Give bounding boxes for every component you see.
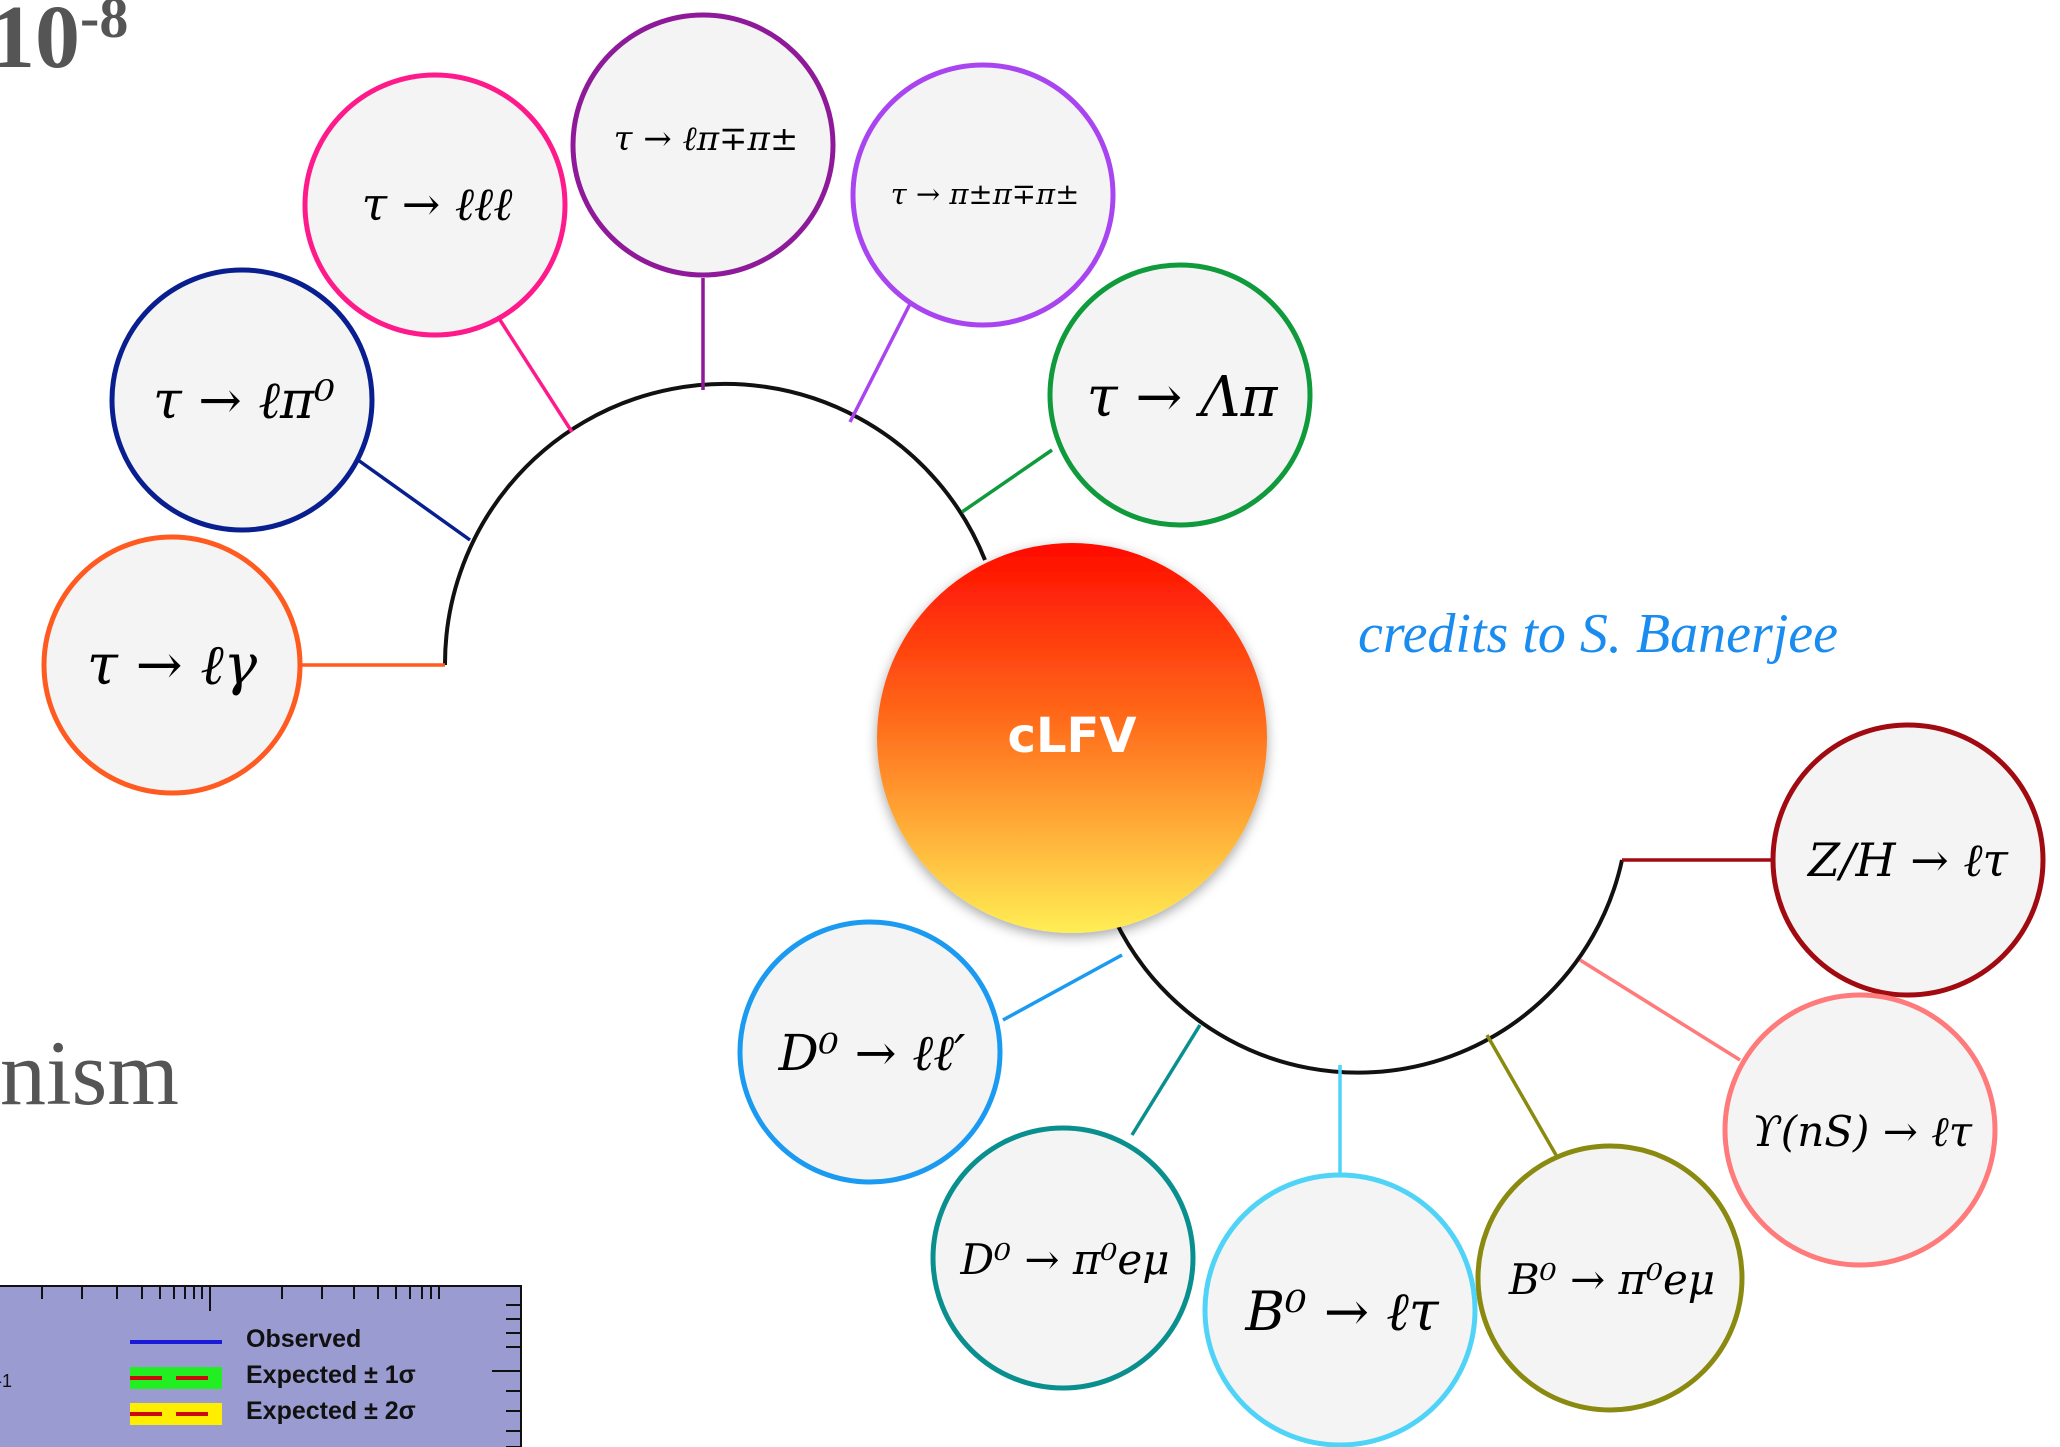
process-node-tau-lll: τ → ℓℓℓ <box>302 72 568 338</box>
top-axis-ticks <box>41 1287 440 1311</box>
process-label-tau-lll: τ → ℓℓℓ <box>362 177 514 231</box>
process-label-tau-lpi0: τ → ℓπ⁰ <box>153 371 335 431</box>
process-label-d0-pi0emu: D⁰ → π⁰eμ <box>960 1235 1170 1284</box>
legend-label-expected-1sigma: Expected ± 1σ <box>246 1361 416 1389</box>
tau-backbone-arc <box>442 381 987 666</box>
process-node-d0-llprime: D⁰ → ℓℓ′ <box>737 919 1003 1185</box>
process-label-tau-lgamma: τ → ℓγ <box>87 633 258 698</box>
process-node-zh-ltau: Z/H → ℓτ <box>1770 722 2046 998</box>
legend-expected-2sigma: Expected ± 2σ <box>130 1397 510 1431</box>
partial-tick-label: -1 <box>0 1371 13 1391</box>
process-node-upsilon-ltau: ϒ(nS) → ℓτ <box>1722 992 1998 1268</box>
exponent-base: 10 <box>0 0 80 87</box>
process-node-tau-3pi: τ → π±π∓π± <box>850 62 1116 328</box>
spoke-tau-3pi <box>848 299 914 423</box>
mechanism-text-fragment: nism <box>0 1022 179 1124</box>
legend-observed: Observed <box>130 1325 510 1359</box>
process-label-tau-3pi: τ → π±π∓π± <box>891 177 1080 211</box>
legend-label-expected-2sigma: Expected ± 2σ <box>246 1397 416 1425</box>
process-label-upsilon-ltau: ϒ(nS) → ℓτ <box>1752 1107 1973 1156</box>
legend-swatch-expected-1sigma <box>130 1367 222 1389</box>
spoke-tau-lll <box>498 319 574 433</box>
right-axis-ticks <box>492 1304 520 1447</box>
inset-plot-frame <box>41 1287 520 1447</box>
legend-swatch-expected-2sigma <box>130 1403 222 1425</box>
process-node-tau-lgamma: τ → ℓγ <box>41 534 303 796</box>
spoke-upsilon-ltau <box>1579 958 1741 1062</box>
process-node-tau-lpipi: τ → ℓπ∓π± <box>570 12 836 278</box>
process-label-tau-lambdapi: τ → Λπ <box>1087 365 1279 430</box>
process-node-b0-ltau: B⁰ → ℓτ <box>1202 1172 1478 1447</box>
process-node-tau-lambdapi: τ → Λπ <box>1047 262 1313 528</box>
legend-label-observed: Observed <box>246 1325 362 1353</box>
process-node-tau-lpi0: τ → ℓπ⁰ <box>109 267 375 533</box>
process-label-b0-ltau: B⁰ → ℓτ <box>1244 1280 1439 1343</box>
spoke-b0-pi0emu <box>1485 1034 1562 1163</box>
legend-expected-1sigma: Expected ± 1σ <box>130 1361 510 1395</box>
process-label-b0-pi0emu: B⁰ → π⁰eμ <box>1508 1255 1715 1304</box>
process-label-d0-llprime: D⁰ → ℓℓ′ <box>778 1024 966 1082</box>
process-label-zh-ltau: Z/H → ℓτ <box>1806 833 2010 887</box>
spoke-tau-lpi0 <box>356 458 472 542</box>
spoke-d0-llprime <box>1002 953 1123 1022</box>
spoke-d0-pi0emu <box>1130 1024 1202 1136</box>
credits-note: credits to S. Banerjee <box>1358 603 1839 665</box>
process-label-tau-lpipi: τ → ℓπ∓π± <box>614 119 799 159</box>
other-backbone-arc <box>1113 859 1624 1075</box>
exponent-text-fragment: 10-8 <box>0 0 128 89</box>
limit-plot-inset: -1 Observed Expected ± 1σ Expected ± 2σ <box>0 1285 522 1447</box>
exponent-power: -8 <box>80 0 129 50</box>
process-node-b0-pi0emu: B⁰ → π⁰eμ <box>1475 1143 1745 1413</box>
process-node-d0-pi0emu: D⁰ → π⁰eμ <box>930 1125 1196 1391</box>
clfv-hub: cLFV <box>877 543 1267 933</box>
legend-swatch-observed <box>130 1331 222 1353</box>
spoke-tau-lambdapi <box>961 448 1053 514</box>
hub-label: cLFV <box>1008 708 1137 764</box>
